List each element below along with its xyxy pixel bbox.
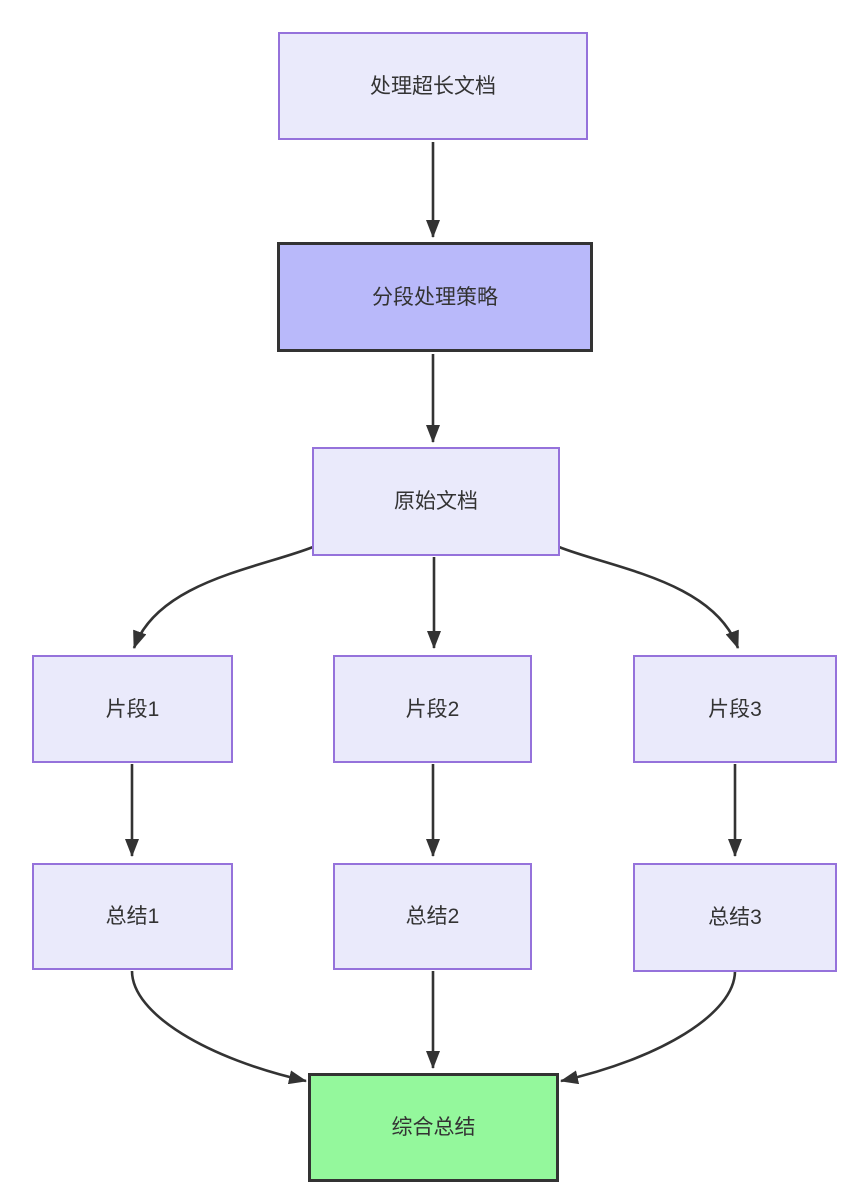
edge-sum3-to-final xyxy=(560,970,737,1085)
node-strategy: 分段处理策略 xyxy=(277,242,593,352)
node-summary-2: 总结2 xyxy=(333,863,532,970)
node-final-summary: 综合总结 xyxy=(308,1073,559,1182)
node-summary-3: 总结3 xyxy=(633,863,837,972)
node-fragment-1: 片段1 xyxy=(32,655,233,763)
node-original-document: 原始文档 xyxy=(312,447,560,556)
node-fragment-2: 片段2 xyxy=(333,655,532,763)
edge-original-to-frag3 xyxy=(558,545,740,649)
edge-sum1-to-final xyxy=(130,970,307,1085)
node-fragment-3: 片段3 xyxy=(633,655,837,763)
node-process: 处理超长文档 xyxy=(278,32,588,140)
node-summary-1: 总结1 xyxy=(32,863,233,970)
edge-original-to-frag1 xyxy=(132,545,314,649)
